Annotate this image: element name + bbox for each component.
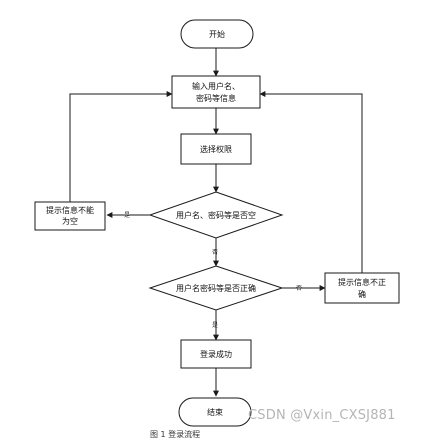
edge-warn-wrong-back-to-input	[259, 91, 363, 273]
label-empty-no: 否	[212, 249, 218, 256]
input-label-line1: 输入用户名、	[192, 81, 240, 91]
decision-correct-node	[148, 265, 284, 311]
warn-wrong-label-line1: 提示信息不正	[338, 277, 386, 287]
warn-empty-node	[34, 201, 106, 231]
end-label: 结束	[207, 407, 223, 417]
warn-wrong-node	[324, 272, 400, 304]
input-node	[171, 75, 261, 109]
warn-empty-label-line1: 提示信息不能	[46, 205, 94, 215]
edge-warn-empty-back-to-input	[69, 91, 173, 202]
warn-wrong-label-line2: 确	[358, 289, 366, 299]
decision-empty-label: 用户名、密码等是否空	[176, 210, 256, 220]
warn-empty-label-line2: 为空	[62, 216, 78, 226]
watermark: CSDN @Vxin_CXSJ881	[248, 408, 396, 423]
decision-empty-node	[148, 191, 284, 239]
select-node	[180, 133, 252, 165]
start-label: 开始	[209, 29, 225, 39]
end-node	[178, 397, 252, 427]
label-correct-no: 否	[296, 285, 302, 292]
decision-correct-label: 用户名密码等是否正确	[176, 283, 256, 293]
success-label: 登录成功	[200, 349, 232, 359]
label-empty-yes: 是	[124, 212, 130, 219]
select-label: 选择权限	[200, 144, 232, 154]
success-node	[180, 339, 252, 369]
input-label-line2: 密码等信息	[196, 93, 236, 103]
bottom-caption: 图 1 登录流程	[150, 430, 201, 439]
start-node	[180, 19, 254, 49]
label-correct-yes: 是	[212, 322, 218, 329]
